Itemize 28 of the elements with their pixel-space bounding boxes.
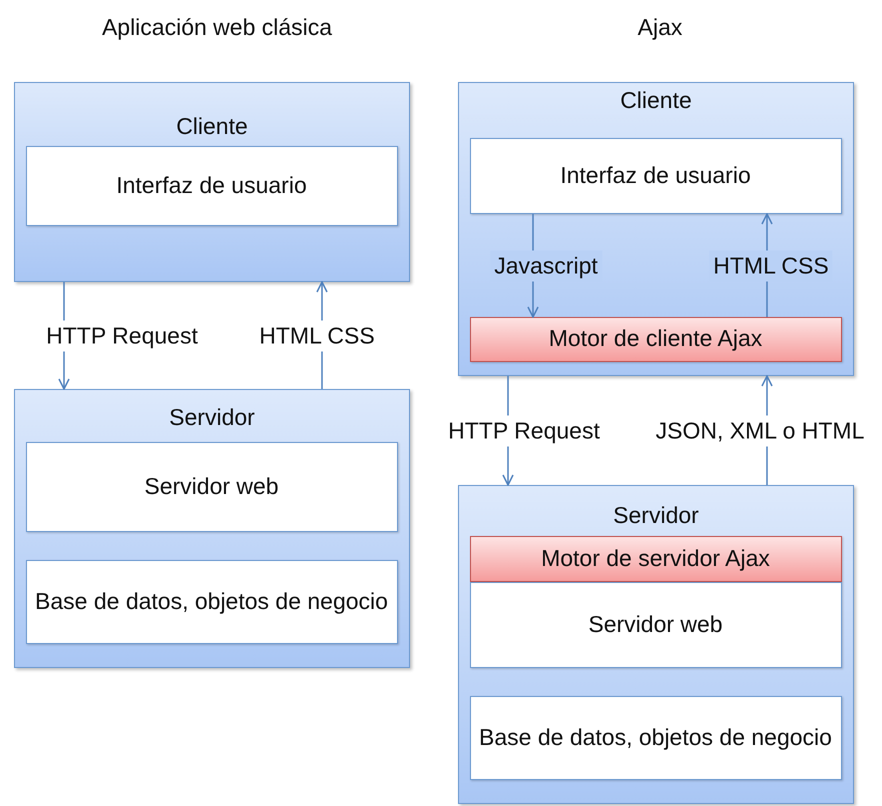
engine-box xyxy=(470,316,842,362)
box-label: Servidor web xyxy=(587,610,724,639)
container-box xyxy=(14,82,410,282)
column-heading: Aplicación web clásica xyxy=(102,14,332,41)
box-label: Interfaz de usuario xyxy=(559,160,752,190)
box-heading: Servidor xyxy=(168,404,256,431)
component-box xyxy=(470,696,842,780)
container-box xyxy=(458,485,854,804)
column-heading: Ajax xyxy=(638,14,682,41)
component-box xyxy=(470,138,842,214)
box-label: Servidor web xyxy=(143,472,280,501)
edge-label: Javascript xyxy=(490,250,602,281)
component-box xyxy=(470,582,842,668)
component-box xyxy=(26,442,398,532)
box-label: Motor de cliente Ajax xyxy=(548,324,764,354)
box-label: Base de datos, objetos de negocio xyxy=(478,722,833,752)
box-label: Interfaz de usuario xyxy=(115,170,308,200)
component-box xyxy=(26,560,398,644)
edge-label: HTML CSS xyxy=(709,250,833,281)
engine-box xyxy=(470,536,842,582)
container-box xyxy=(14,389,410,668)
box-heading: Cliente xyxy=(175,113,249,140)
component-box xyxy=(26,146,398,226)
box-heading: Servidor xyxy=(612,502,700,529)
container-box xyxy=(458,82,854,376)
box-label: Motor de servidor Ajax xyxy=(540,544,771,573)
box-label: Base de datos, objetos de negocio xyxy=(34,586,389,616)
box-heading: Cliente xyxy=(619,87,693,114)
